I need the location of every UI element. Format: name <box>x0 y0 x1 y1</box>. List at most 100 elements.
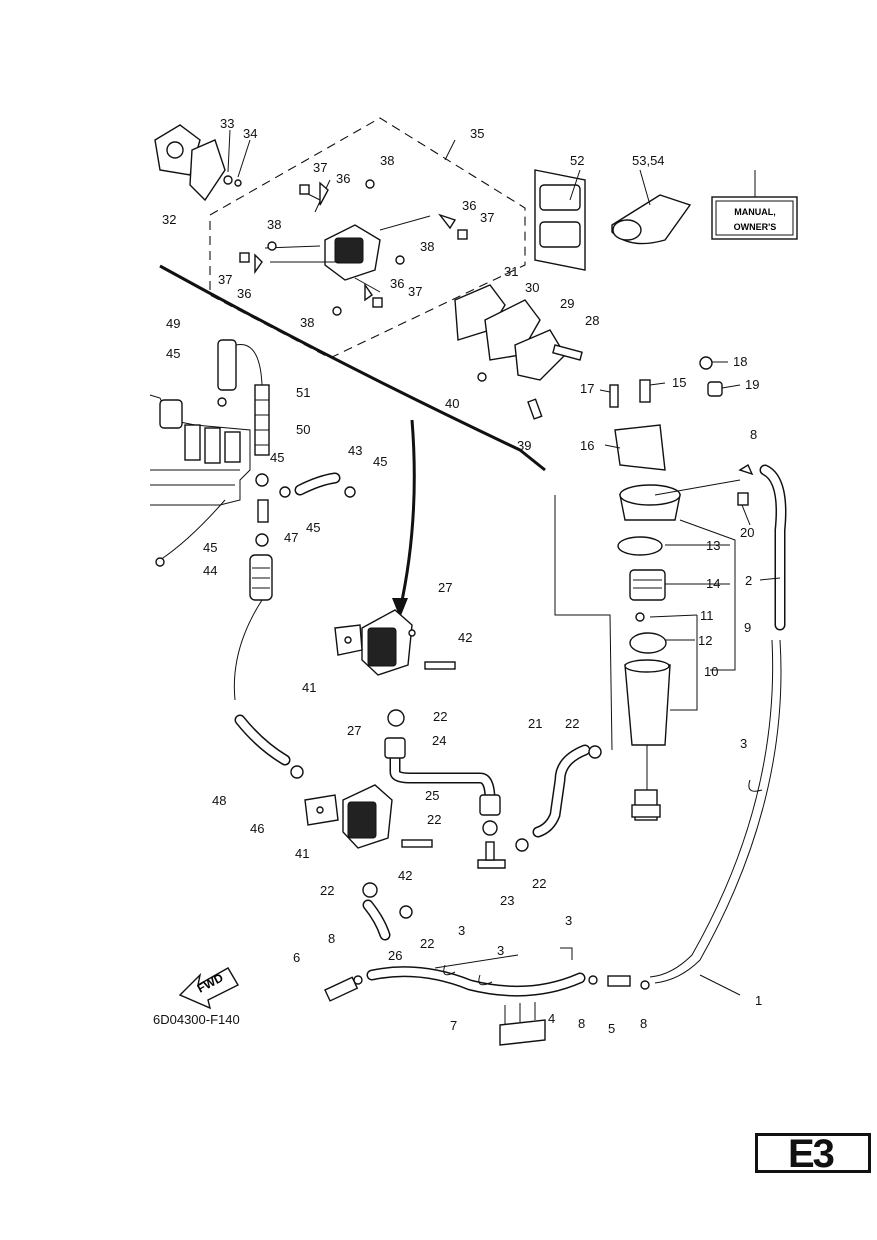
callout-label: 12 <box>698 633 712 648</box>
fuel-pump-27-upper <box>334 609 456 676</box>
callout-label: 53,54 <box>632 153 665 168</box>
callout-label: 3 <box>458 923 465 938</box>
callout-label: 28 <box>585 313 599 328</box>
callout-label: 22 <box>433 709 447 724</box>
callout-label: 47 <box>284 530 298 545</box>
callout-label: 3 <box>565 913 572 928</box>
diagram-code: 6D04300-F140 <box>153 1012 240 1027</box>
callout-label: 46 <box>250 821 264 836</box>
callout-label: 22 <box>420 936 434 951</box>
callout-label: 22 <box>320 883 334 898</box>
callout-label: 45 <box>166 346 180 361</box>
kit-boundary <box>209 117 526 359</box>
callout-label: 39 <box>517 438 531 453</box>
callout-label: 50 <box>296 422 310 437</box>
callout-label: 45 <box>373 454 387 469</box>
callout-label: 41 <box>295 846 309 861</box>
callout-label: 36 <box>237 286 251 301</box>
callout-label: 6 <box>293 950 300 965</box>
callout-label: 4 <box>548 1011 555 1026</box>
callout-label: 18 <box>733 354 747 369</box>
callout-label: 13 <box>706 538 720 553</box>
joint-23 <box>477 859 506 869</box>
callout-label: 9 <box>744 620 751 635</box>
gasket-set-51 <box>534 169 586 271</box>
callout-label: 20 <box>740 525 754 540</box>
manual-label-line1: MANUAL, <box>734 207 776 217</box>
callout-label: 36 <box>336 171 350 186</box>
callout-label: 34 <box>243 126 257 141</box>
callout-label: 37 <box>313 160 327 175</box>
divider-line <box>159 264 546 472</box>
callout-label: 38 <box>267 217 281 232</box>
callout-label: 38 <box>380 153 394 168</box>
gasket-31-30-29 <box>454 284 583 420</box>
callout-label: 26 <box>388 948 402 963</box>
callout-label: 23 <box>500 893 514 908</box>
callout-label: 37 <box>218 272 232 287</box>
callout-label: 22 <box>532 876 546 891</box>
callout-label: 17 <box>580 381 594 396</box>
callout-label: 44 <box>203 563 217 578</box>
fuel-pump-27-lower <box>304 784 433 849</box>
callout-label: 22 <box>565 716 579 731</box>
callout-label: 16 <box>580 438 594 453</box>
callout-label: 27 <box>438 580 452 595</box>
callout-label: 2 <box>745 573 752 588</box>
page-label: E3 <box>788 1132 835 1176</box>
hose-holder-7 <box>499 1019 546 1046</box>
callout-label: 41 <box>302 680 316 695</box>
callout-label: 31 <box>504 264 518 279</box>
callout-label: 29 <box>560 296 574 311</box>
leader-lines <box>227 129 781 996</box>
filter-sleeve-52 <box>611 194 692 245</box>
callout-label: 15 <box>672 375 686 390</box>
callout-label: 7 <box>450 1018 457 1033</box>
manual-label-line2: OWNER'S <box>734 222 777 232</box>
callout-label: 8 <box>328 931 335 946</box>
callout-label: 14 <box>706 576 720 591</box>
callout-label: 3 <box>497 943 504 958</box>
callout-label: 38 <box>420 239 434 254</box>
callout-label: 22 <box>427 812 441 827</box>
callout-label: 45 <box>306 520 320 535</box>
callout-label: 19 <box>745 377 759 392</box>
callout-label: 37 <box>480 210 494 225</box>
callout-label: 25 <box>425 788 439 803</box>
callout-label: 8 <box>578 1016 585 1031</box>
callout-label: 5 <box>608 1021 615 1036</box>
callout-label: 51 <box>296 385 310 400</box>
callout-label: 8 <box>750 427 757 442</box>
hose-24-25 <box>389 739 496 806</box>
callout-label: 48 <box>212 793 226 808</box>
callout-label: 52 <box>570 153 584 168</box>
callout-labels: 1 2 3 3 3 3 3 4 5 6 7 8 8 8 8 9 10 11 12… <box>162 116 762 1036</box>
connector-6 <box>324 976 359 1002</box>
pump-body-kit <box>239 179 468 316</box>
callout-label: 38 <box>300 315 314 330</box>
callout-label: 36 <box>462 198 476 213</box>
callout-label: 45 <box>203 540 217 555</box>
callout-label: 24 <box>432 733 446 748</box>
fuel-hose-1 <box>654 639 782 984</box>
callout-label: 35 <box>470 126 484 141</box>
owners-manual-53-54: MANUAL, OWNER'S <box>711 196 798 240</box>
assembly-arrow <box>398 419 416 611</box>
callout-label: 36 <box>390 276 404 291</box>
callout-label: 45 <box>270 450 284 465</box>
callout-label: 11 <box>700 608 714 623</box>
callout-label: 43 <box>348 443 362 458</box>
callout-label: 32 <box>162 212 176 227</box>
callout-label: 8 <box>640 1016 647 1031</box>
callout-label: 37 <box>408 284 422 299</box>
fwd-arrow: FWD <box>178 967 239 1010</box>
callout-label: 30 <box>525 280 539 295</box>
callout-label: 3 <box>740 736 747 751</box>
callout-label: 27 <box>347 723 361 738</box>
callout-label: 42 <box>398 868 412 883</box>
callout-label: 49 <box>166 316 180 331</box>
callout-label: 42 <box>458 630 472 645</box>
fuel-strainer <box>609 356 754 821</box>
engine-block <box>149 394 251 567</box>
